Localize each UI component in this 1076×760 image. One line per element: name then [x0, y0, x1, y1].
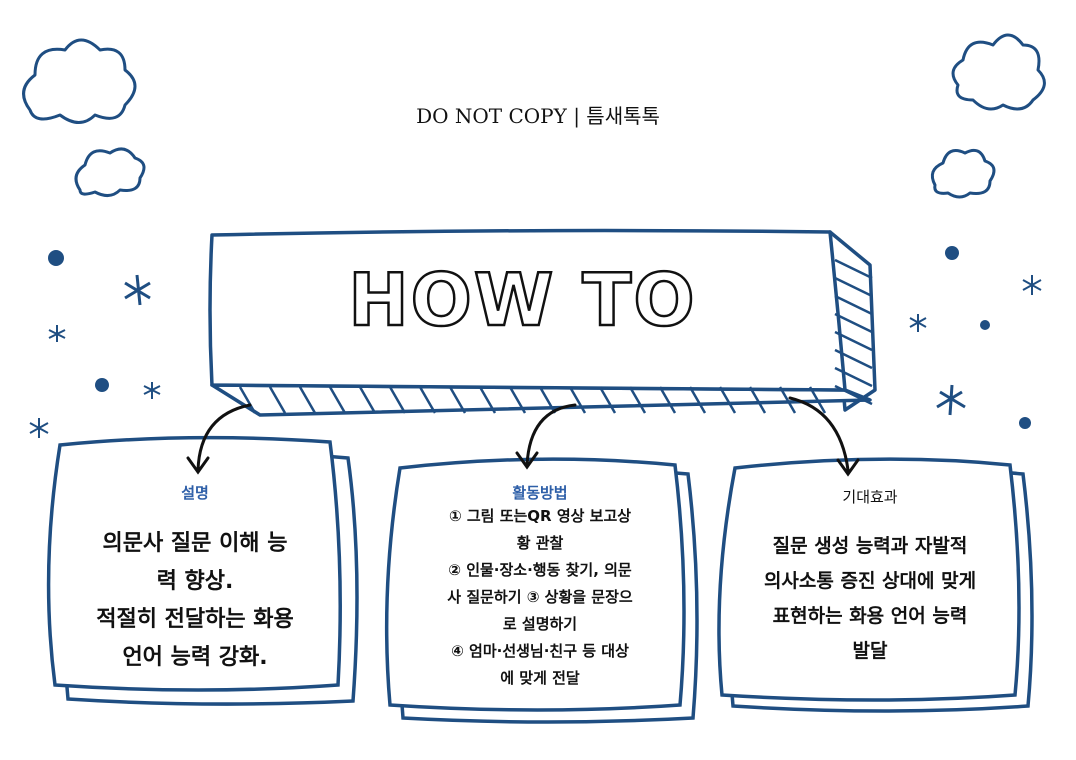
card-line: 적절히 전달하는 화용: [96, 607, 294, 632]
card-body: 의문사 질문 이해 능 력 향상. 적절히 전달하는 화용 언어 능력 강화.: [55, 525, 335, 677]
stripe: [834, 348, 873, 370]
card-line: 력 향상.: [156, 569, 234, 594]
card-line: 사 질문하기 ③ 상황을 문장으: [447, 588, 633, 606]
stripe: [358, 386, 377, 414]
stripe: [478, 386, 497, 414]
card-expected-effect: 기대효과 질문 생성 능력과 자발적 의사소통 증진 상대에 맞게 표현하는 화…: [735, 486, 1005, 669]
card-body: ① 그림 또는QR 영상 보고상 황 관찰 ② 인물·장소·행동 찾기, 의문 …: [400, 503, 680, 692]
star-icon: [909, 314, 927, 332]
stripe: [688, 386, 707, 414]
stripe: [834, 258, 873, 280]
cloud-icon: [951, 33, 1046, 111]
stripe: [448, 386, 467, 414]
stripe: [834, 294, 873, 316]
arrow-icon: [788, 396, 860, 477]
star-icon: [143, 382, 161, 399]
card-line: 로 설명하기: [502, 615, 578, 633]
stripe: [834, 276, 873, 298]
card-title: 활동방법: [512, 484, 568, 502]
card-line: 황 관찰: [516, 534, 564, 552]
dot: [945, 246, 959, 260]
arrow-icon: [515, 403, 577, 470]
stripe: [778, 386, 797, 414]
stripe: [328, 386, 347, 414]
cloud-icon: [930, 148, 996, 199]
cloud-icon: [22, 38, 137, 124]
stripe: [718, 386, 737, 414]
stripe: [418, 386, 437, 414]
card-body: 질문 생성 능력과 자발적 의사소통 증진 상대에 맞게 표현하는 화용 언어 …: [735, 529, 1005, 669]
card-frame: [384, 457, 686, 712]
stripe: [834, 366, 873, 388]
stripe: [298, 386, 317, 414]
stripe: [388, 386, 407, 414]
card-method: 활동방법 ① 그림 또는QR 영상 보고상 황 관찰 ② 인물·장소·행동 찾기…: [400, 482, 680, 692]
card-line: 의문사 질문 이해 능: [102, 531, 288, 556]
dot: [980, 320, 990, 330]
stripe: [628, 386, 647, 414]
header-text: DO NOT COPY | 틈새톡톡: [416, 104, 660, 128]
stripe: [238, 386, 257, 414]
star-icon: [124, 274, 151, 306]
star-icon: [1022, 275, 1042, 295]
stripe: [834, 330, 873, 352]
card-title: 설명: [181, 484, 209, 502]
stripe: [658, 386, 677, 414]
stripe: [748, 386, 767, 414]
stripe: [834, 384, 873, 406]
card-frame: [717, 457, 1021, 702]
card-line: 의사소통 증진 상대에 맞게: [763, 570, 977, 592]
stripe: [268, 386, 287, 414]
card-line: 언어 능력 강화.: [122, 645, 268, 670]
stripe: [834, 312, 873, 334]
dot: [1019, 417, 1031, 429]
dot: [95, 378, 109, 392]
arrow-icon: [186, 403, 252, 475]
card-line: 표현하는 화용 언어 능력: [772, 605, 968, 627]
cloud-icon: [74, 147, 146, 197]
card-line: 에 맞게 전달: [500, 669, 580, 687]
stripe: [808, 386, 827, 414]
card-title: 기대효과: [842, 488, 898, 506]
dot: [48, 250, 64, 266]
stripe: [508, 386, 527, 414]
banner-title: HOW TO: [347, 257, 697, 344]
card-line: ② 인물·장소·행동 찾기, 의문: [448, 561, 632, 579]
stripe: [568, 386, 587, 414]
star-icon: [48, 325, 66, 342]
stripe: [538, 386, 557, 414]
card-line: 발달: [852, 640, 888, 662]
star-icon: [29, 418, 49, 438]
card-line: ① 그림 또는QR 영상 보고상: [448, 507, 632, 525]
card-line: ④ 엄마·선생님·친구 등 대상: [451, 642, 629, 660]
card-line: 질문 생성 능력과 자발적: [772, 535, 968, 557]
stripe: [598, 386, 617, 414]
card-frame: [46, 435, 342, 692]
star-icon: [936, 384, 966, 416]
card-description: 설명 의문사 질문 이해 능 력 향상. 적절히 전달하는 화용 언어 능력 강…: [55, 482, 335, 677]
